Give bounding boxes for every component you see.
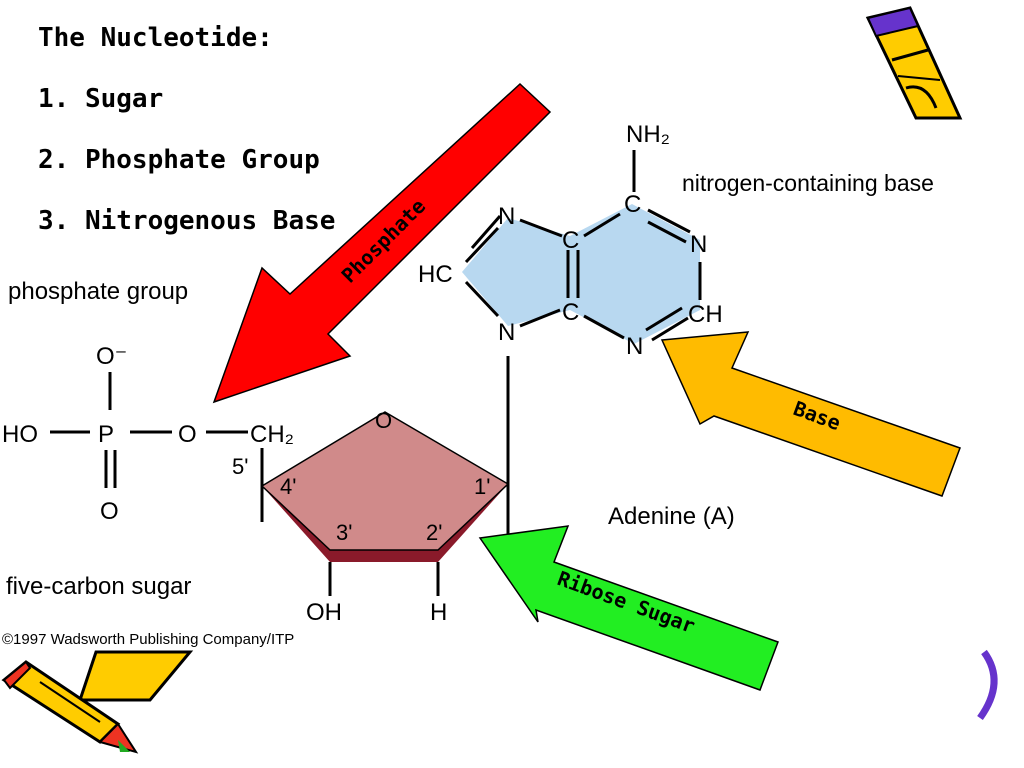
phosphate-structure [50,372,264,522]
adenine-n3: N [626,333,643,360]
adenine-n9: N [498,319,515,346]
adenine-c5: C [562,227,579,254]
base-arrow: Base [660,331,961,497]
ribose-c5-label: 5' [232,454,248,479]
nitrogen-base-label: nitrogen-containing base [682,170,934,196]
list-item-phosphate: 2. Phosphate Group [38,145,320,175]
ribose-sugar-arrow: Ribose Sugar [478,525,779,691]
adenine-c8: HC [418,261,453,288]
ribose-c1-label: 1' [474,474,490,499]
copyright-label: ©1997 Wadsworth Publishing Company/ITP [2,631,294,648]
adenine-ring [462,150,702,344]
phosphate-o-ester: O [178,421,197,448]
sugar-ring [260,356,510,596]
decorative-curve-icon [977,649,998,721]
adenine-n7: N [498,203,515,230]
phosphate-o-minus: O⁻ [96,343,127,370]
adenine-nh2: NH₂ [626,121,670,148]
adenine-n1: N [690,231,707,258]
ribose-o-ring: O [375,408,392,433]
adenine-label: Adenine (A) [608,503,735,530]
phosphate-p: P [98,421,114,448]
adenine-c2: CH [688,301,723,328]
list-item-base: 3. Nitrogenous Base [38,206,336,236]
pencil-clipart-bottom-icon [1,650,194,754]
pencil-clipart-top-icon [865,6,963,120]
list-item-sugar: 1. Sugar [38,84,164,114]
ribose-c3-label: 3' [336,520,352,545]
phosphate-group-label: phosphate group [8,278,188,305]
phosphate-o-double: O [100,498,119,525]
slide-title: The Nucleotide: [38,23,273,53]
adenine-c4: C [562,299,579,326]
adenine-c6: C [624,191,641,218]
slide-text: The Nucleotide: 1. Sugar 2. Phosphate Gr… [38,8,335,252]
ribose-c4-label: 4' [280,474,296,499]
ribose-c2-label: 2' [426,520,442,545]
phosphate-ch2: CH₂ [250,421,294,448]
five-carbon-sugar-label: five-carbon sugar [6,573,191,600]
ribose-oh: OH [306,599,342,626]
ribose-h: H [430,599,447,626]
phosphate-ho: HO [2,421,38,448]
